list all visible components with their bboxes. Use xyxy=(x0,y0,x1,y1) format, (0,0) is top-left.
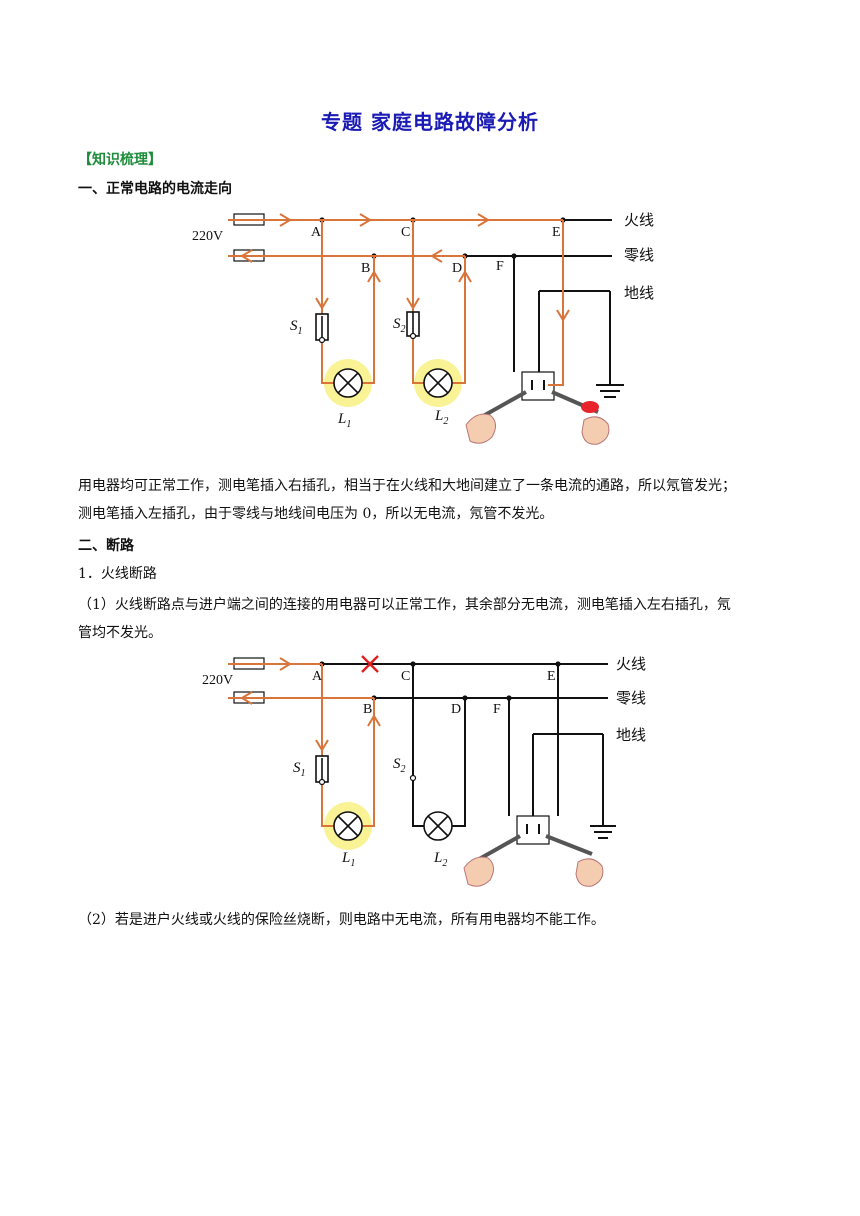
svg-text:L2: L2 xyxy=(433,850,447,869)
item2-paragraph: （2）若是进户火线或火线的保险丝烧断，则电路中无电流，所有用电器均不能工作。 xyxy=(78,912,605,928)
svg-text:地线: 地线 xyxy=(616,726,646,744)
voltage-label: 220V xyxy=(192,229,223,244)
svg-text:A: A xyxy=(312,669,323,684)
ground-label: 地线 xyxy=(624,284,654,302)
svg-text:D: D xyxy=(451,702,461,717)
point-d: D xyxy=(452,261,462,276)
sub-heading-live-break: 1．火线断路 xyxy=(78,566,157,582)
svg-text:零线: 零线 xyxy=(616,689,646,707)
section2-heading: 二、断路 xyxy=(78,538,134,554)
item1-paragraph: （1）火线断路点与进户端之间的连接的用电器可以正常工作，其余部分无电流，测电笔插… xyxy=(78,597,731,641)
svg-text:S2: S2 xyxy=(393,756,406,775)
tester-right-icon xyxy=(551,390,610,445)
section1-paragraph: 用电器均可正常工作，测电笔插入右插孔，相当于在火线和大地间建立了一条电流的通路，… xyxy=(78,478,736,522)
point-c: C xyxy=(401,225,410,240)
point-e: E xyxy=(552,225,561,240)
page-title: 专题 家庭电路故障分析 xyxy=(321,110,539,134)
section1-heading: 一、正常电路的电流走向 xyxy=(78,181,232,197)
current-path xyxy=(228,213,570,386)
svg-text:L1: L1 xyxy=(341,850,355,869)
svg-text:火线: 火线 xyxy=(616,655,646,673)
point-a: A xyxy=(311,225,322,240)
svg-text:E: E xyxy=(547,669,556,684)
tester-left-icon xyxy=(463,834,521,887)
figure-live-break-circuit: 220V 火线 零线 地线 A B C D F E S1 S2 L1 L2 xyxy=(202,655,646,887)
svg-text:F: F xyxy=(493,702,501,717)
tester-right-icon xyxy=(545,834,604,887)
svg-text:S1: S1 xyxy=(293,760,306,779)
tester-left-icon xyxy=(465,390,527,444)
switch-s2-label: S2 xyxy=(393,316,406,335)
point-b: B xyxy=(361,261,370,276)
break-mark-icon xyxy=(361,655,379,673)
live-label: 火线 xyxy=(624,211,654,229)
section-tag: 【知识梳理】 xyxy=(78,152,162,168)
socket xyxy=(516,815,550,845)
svg-text:B: B xyxy=(363,702,372,717)
lamp-l2-label: L2 xyxy=(434,408,448,427)
lamp-l1-label: L1 xyxy=(337,411,351,430)
figure-normal-circuit: 220V 火线 零线 地线 A B C D F E S1 S2 L1 L2 xyxy=(192,211,654,445)
switch-s1-label: S1 xyxy=(290,318,303,337)
svg-text:C: C xyxy=(401,669,410,684)
point-f: F xyxy=(496,259,504,274)
svg-text:220V: 220V xyxy=(202,673,233,688)
neutral-label: 零线 xyxy=(624,246,654,264)
